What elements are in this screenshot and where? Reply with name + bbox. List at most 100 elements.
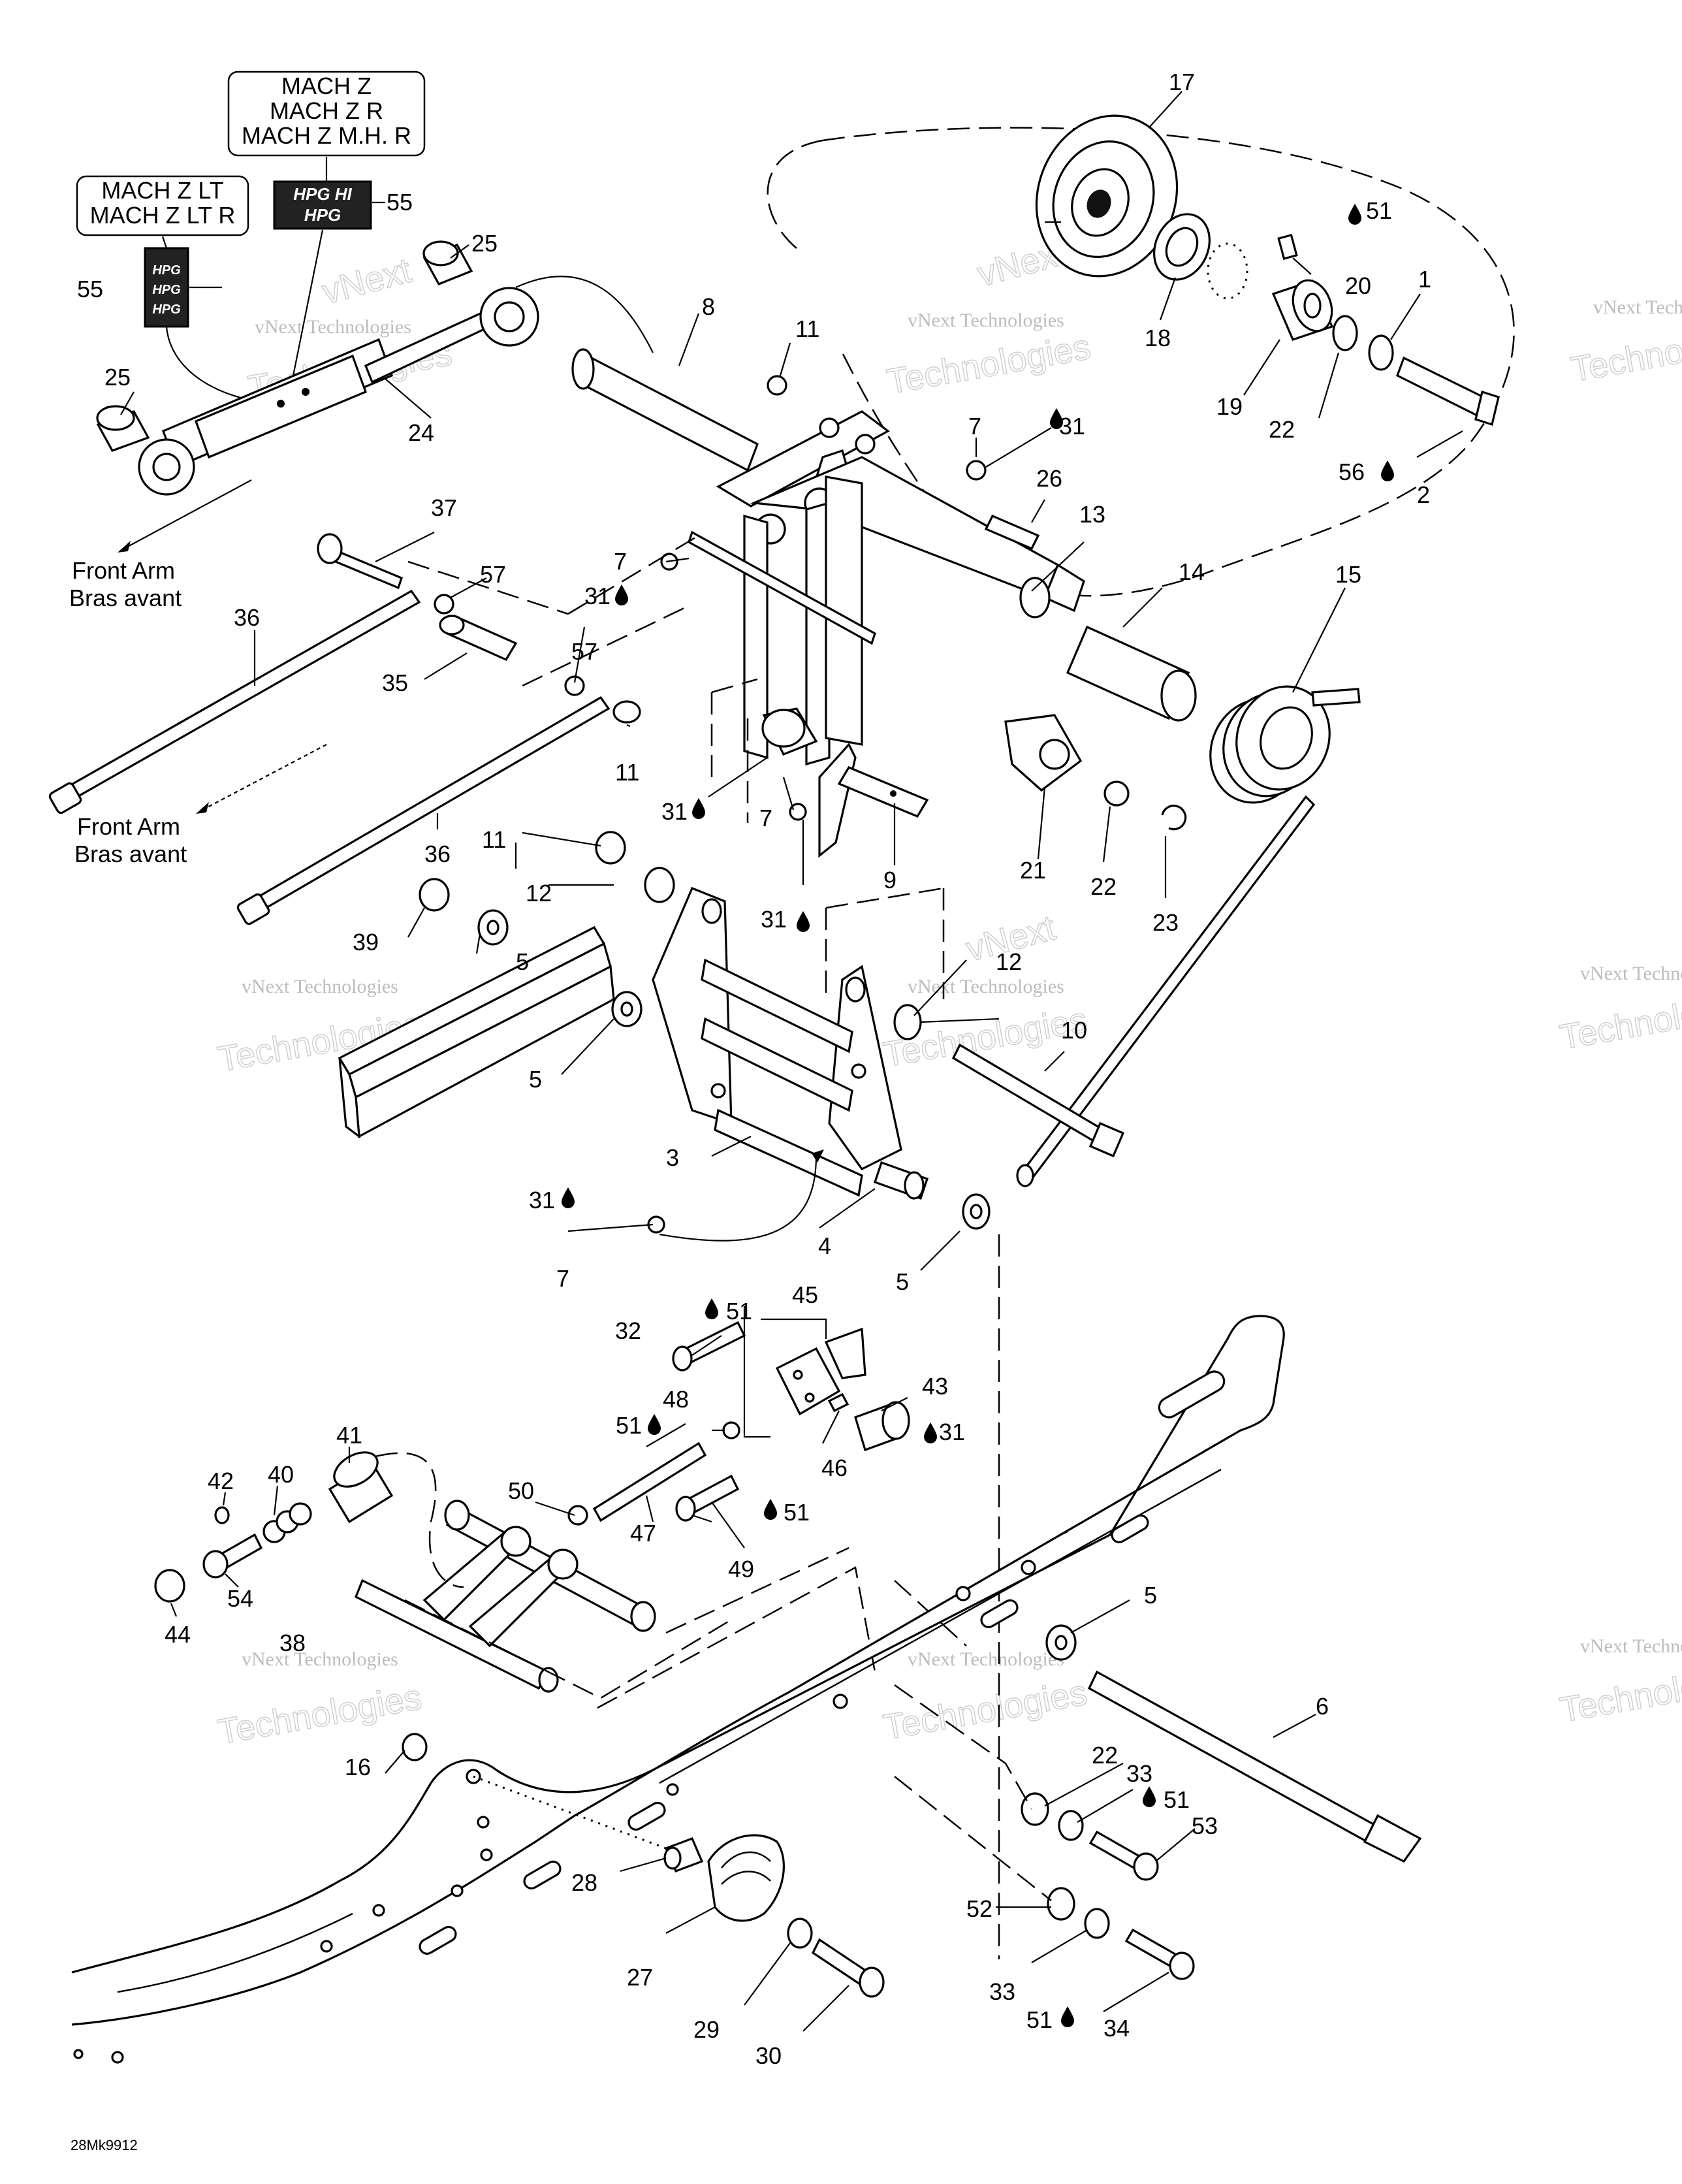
callout-3: 3 — [666, 1144, 679, 1171]
callout-22: 22 — [1269, 416, 1295, 443]
watermark-short: vNext — [318, 251, 415, 312]
strap-nut — [612, 700, 641, 724]
callout-34: 34 — [1103, 2015, 1130, 2042]
oil-drop-icon — [615, 585, 628, 605]
callout-2: 2 — [1417, 481, 1430, 508]
callout-26: 26 — [1036, 465, 1062, 492]
screw — [1088, 1830, 1159, 1881]
washer — [1084, 1908, 1110, 1939]
callout-12: 12 — [526, 880, 552, 907]
callout-32: 32 — [615, 1317, 641, 1344]
front-arm-label-fr: Bras avant — [74, 841, 187, 867]
callout-51: 51 — [784, 1499, 810, 1526]
callout-44: 44 — [165, 1621, 191, 1648]
stopper-screw — [811, 1938, 885, 1998]
callout-11: 11 — [482, 826, 506, 853]
callout-22: 22 — [1090, 873, 1117, 900]
callout-50: 50 — [508, 1477, 534, 1504]
model-label: MACH Z R — [270, 97, 383, 124]
callout-12: 12 — [996, 948, 1022, 975]
callout-35: 35 — [382, 669, 408, 696]
watermark-word: Technologies — [881, 1673, 1090, 1748]
strap-washer — [434, 594, 454, 615]
oil-drop-icon — [797, 911, 810, 932]
callout-51: 51 — [726, 1298, 752, 1325]
callout-13: 13 — [1079, 501, 1105, 528]
callout-22: 22 — [1092, 1742, 1118, 1769]
callout-41: 41 — [336, 1422, 362, 1449]
washer — [1047, 1887, 1075, 1921]
callout-40: 40 — [268, 1461, 294, 1488]
shoulder-bolt — [202, 1533, 263, 1579]
callout-56: 56 — [1339, 458, 1365, 485]
callout-11: 11 — [795, 315, 819, 342]
hpg-decal-vertical: HPG HPG HPG — [144, 247, 189, 328]
callout-25: 25 — [104, 364, 131, 391]
model-label: MACH Z LT — [101, 177, 223, 204]
decal-text: HPG — [304, 205, 341, 225]
decal-text: HPG HI — [293, 184, 352, 204]
callout-49: 49 — [728, 1556, 754, 1582]
callout-16: 16 — [345, 1754, 371, 1780]
watermark-layer: vNext Technologies Technologies vNext vN… — [214, 233, 1682, 1752]
screw — [1124, 1928, 1195, 1980]
callout-33: 33 — [1126, 1760, 1152, 1787]
shock-bushing-top — [422, 240, 473, 286]
wheel-hub-spacer — [1271, 279, 1334, 341]
callout-46: 46 — [821, 1454, 848, 1481]
sleeve — [328, 1451, 394, 1524]
callout-31: 31 — [529, 1187, 555, 1213]
front-arm-label-en: Front Arm — [72, 557, 175, 584]
strap-spacer — [439, 615, 518, 662]
cross-member-assembly — [652, 886, 929, 1200]
callout-11: 11 — [615, 759, 639, 786]
pivot-block — [761, 707, 818, 756]
lubricant-icon-group — [562, 204, 1394, 2027]
callout-15: 15 — [1335, 561, 1361, 588]
callout-10: 10 — [1061, 1017, 1087, 1044]
callout-8: 8 — [702, 293, 715, 320]
watermark-word: Technologies — [215, 1677, 424, 1752]
axle-spacer — [1066, 625, 1197, 722]
spring-adjuster-cam — [1004, 714, 1083, 792]
slide-block — [338, 925, 615, 1139]
diagram-code: 28Mk9912 — [71, 2137, 138, 2153]
callout-31: 31 — [939, 1419, 965, 1445]
watermark-word: Technologies — [1568, 315, 1682, 390]
watermark-word: Technologies — [1557, 1656, 1682, 1730]
callout-28: 28 — [571, 1869, 597, 1896]
bumper — [854, 1401, 910, 1452]
oil-drop-icon — [648, 1414, 661, 1435]
clip — [1161, 805, 1187, 831]
callout-19: 19 — [1216, 393, 1243, 420]
callout-57: 57 — [480, 561, 506, 588]
watermark-brand: vNext Technologies — [255, 316, 411, 338]
torsion-spring — [1016, 685, 1361, 1187]
nut — [966, 460, 987, 481]
callout-57: 57 — [571, 638, 597, 665]
rear-arm-pivot-shaft — [571, 348, 759, 472]
callout-52: 52 — [966, 1895, 992, 1922]
washer — [1021, 1792, 1049, 1826]
limiter-strap-lower — [236, 696, 611, 925]
washer — [787, 1918, 813, 1949]
callout-45: 45 — [792, 1281, 818, 1308]
oil-drop-icon — [1143, 1786, 1156, 1807]
clamp-block — [775, 1327, 866, 1416]
oil-drop-icon — [924, 1422, 937, 1443]
callout-9: 9 — [883, 867, 897, 893]
slide-rail — [71, 1315, 1285, 2064]
washer — [289, 1502, 312, 1526]
set-screw — [827, 1392, 849, 1413]
callout-54: 54 — [227, 1585, 253, 1612]
nut — [595, 831, 626, 865]
callout-7: 7 — [556, 1265, 569, 1292]
nut — [402, 1733, 428, 1761]
front-arm-label-fr: Bras avant — [69, 585, 182, 611]
wheel-bearing — [1153, 213, 1211, 281]
callout-31: 31 — [661, 798, 688, 825]
callout-31: 31 — [584, 583, 611, 609]
callout-17: 17 — [1169, 69, 1195, 95]
callout-51: 51 — [616, 1412, 642, 1439]
